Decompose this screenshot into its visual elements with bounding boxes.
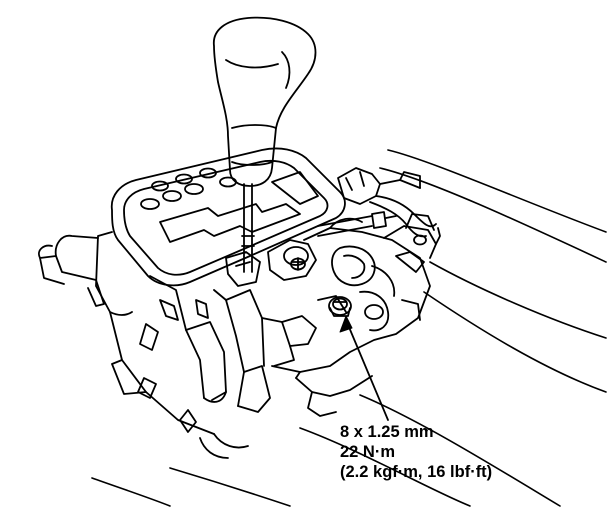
mounting-bolt-icon [329, 297, 351, 316]
torque-leader-arrow [340, 316, 388, 420]
shift-knob [214, 18, 316, 186]
shift-console-bezel [112, 148, 345, 285]
shift-mechanism-housing [262, 214, 440, 416]
console-housing [39, 232, 270, 458]
shift-cable [318, 168, 436, 236]
shift-lever-rod [242, 184, 254, 272]
torque-nm-label: 22 N·m [340, 443, 396, 461]
torque-spec-callout: 8 x 1.25 mm 22 N·m (2.2 kgf·m, 16 lbf·ft… [340, 422, 602, 482]
bolt-size-label: 8 x 1.25 mm [340, 423, 434, 441]
floor-contour-lines [92, 150, 606, 506]
bracket-bolt-icon [291, 258, 305, 270]
torque-alt-label: (2.2 kgf·m, 16 lbf·ft) [340, 463, 493, 481]
lever-bracket [226, 240, 316, 286]
